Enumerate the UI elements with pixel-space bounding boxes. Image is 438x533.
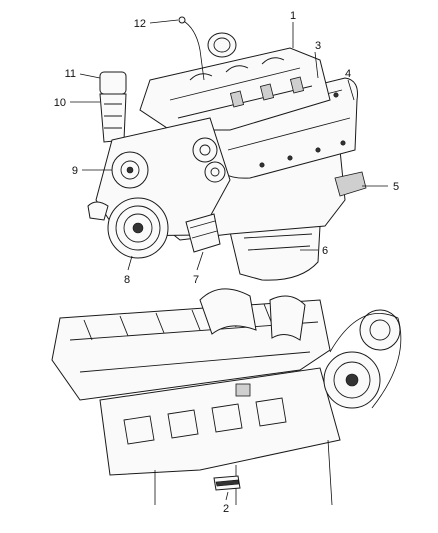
callout-label: 4 [345, 68, 351, 80]
callout-3: 3 [314, 40, 321, 79]
callout-4: 4 [345, 68, 355, 101]
callouts: 1 2 3 4 5 6 7 8 [54, 10, 399, 515]
callout-label: 2 [223, 503, 229, 515]
callout-6: 6 [300, 245, 328, 257]
callout-label: 3 [315, 40, 321, 52]
callout-2: 2 [223, 491, 229, 515]
callout-8: 8 [124, 255, 133, 286]
engine-assembly-illustration [87, 16, 367, 281]
callout-label: 9 [72, 165, 78, 177]
callout-label: 1 [290, 10, 296, 22]
callout-label: 6 [322, 245, 328, 257]
callout-12: 12 [134, 18, 179, 30]
callout-11: 11 [65, 68, 101, 80]
callout-label: 12 [134, 18, 146, 30]
callout-label: 11 [65, 68, 76, 80]
callout-label: 10 [54, 97, 66, 109]
callout-label: 7 [193, 274, 199, 286]
detail-view-illustration [51, 288, 402, 506]
callout-9: 9 [72, 165, 112, 177]
callout-label: 5 [393, 181, 399, 193]
callout-5: 5 [362, 181, 399, 193]
callout-label: 8 [124, 274, 130, 286]
callout-7: 7 [193, 251, 204, 286]
callout-10: 10 [54, 97, 100, 109]
callout-1: 1 [290, 10, 296, 48]
